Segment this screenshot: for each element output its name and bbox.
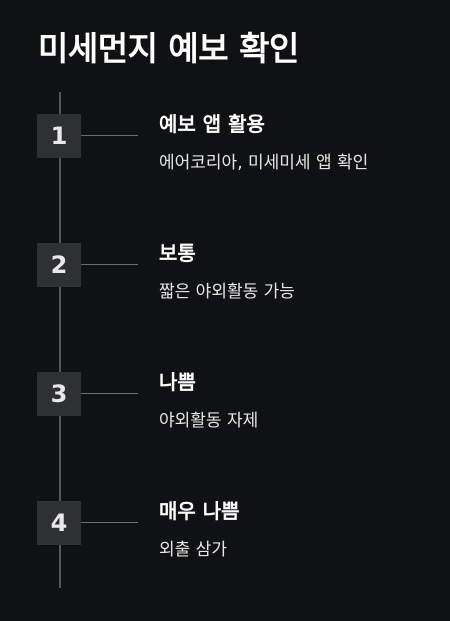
timeline-step-2: 2 보통 짧은 야외활동 가능	[0, 241, 450, 343]
page-title: 미세먼지 예보 확인	[38, 29, 299, 68]
step-description: 외출 삼가	[159, 540, 227, 560]
step-description: 야외활동 자제	[159, 411, 259, 431]
step-heading: 나쁨	[159, 370, 196, 394]
step-connector	[81, 135, 138, 136]
step-number-badge: 2	[37, 243, 81, 287]
timeline-step-1: 1 예보 앱 활용 에어코리아, 미세미세 앱 확인	[0, 112, 450, 214]
step-connector	[81, 393, 138, 394]
step-number-badge: 4	[37, 501, 81, 545]
step-heading: 매우 나쁨	[159, 499, 240, 523]
step-connector	[81, 264, 138, 265]
step-description: 짧은 야외활동 가능	[159, 282, 295, 302]
step-description: 에어코리아, 미세미세 앱 확인	[159, 153, 369, 173]
step-number-badge: 1	[37, 114, 81, 158]
step-number-badge: 3	[37, 372, 81, 416]
timeline-step-3: 3 나쁨 야외활동 자제	[0, 370, 450, 472]
timeline-step-4: 4 매우 나쁨 외출 삼가	[0, 499, 450, 601]
step-heading: 예보 앱 활용	[159, 112, 265, 136]
step-heading: 보통	[159, 241, 196, 265]
step-connector	[81, 522, 138, 523]
timeline-line	[59, 92, 61, 588]
